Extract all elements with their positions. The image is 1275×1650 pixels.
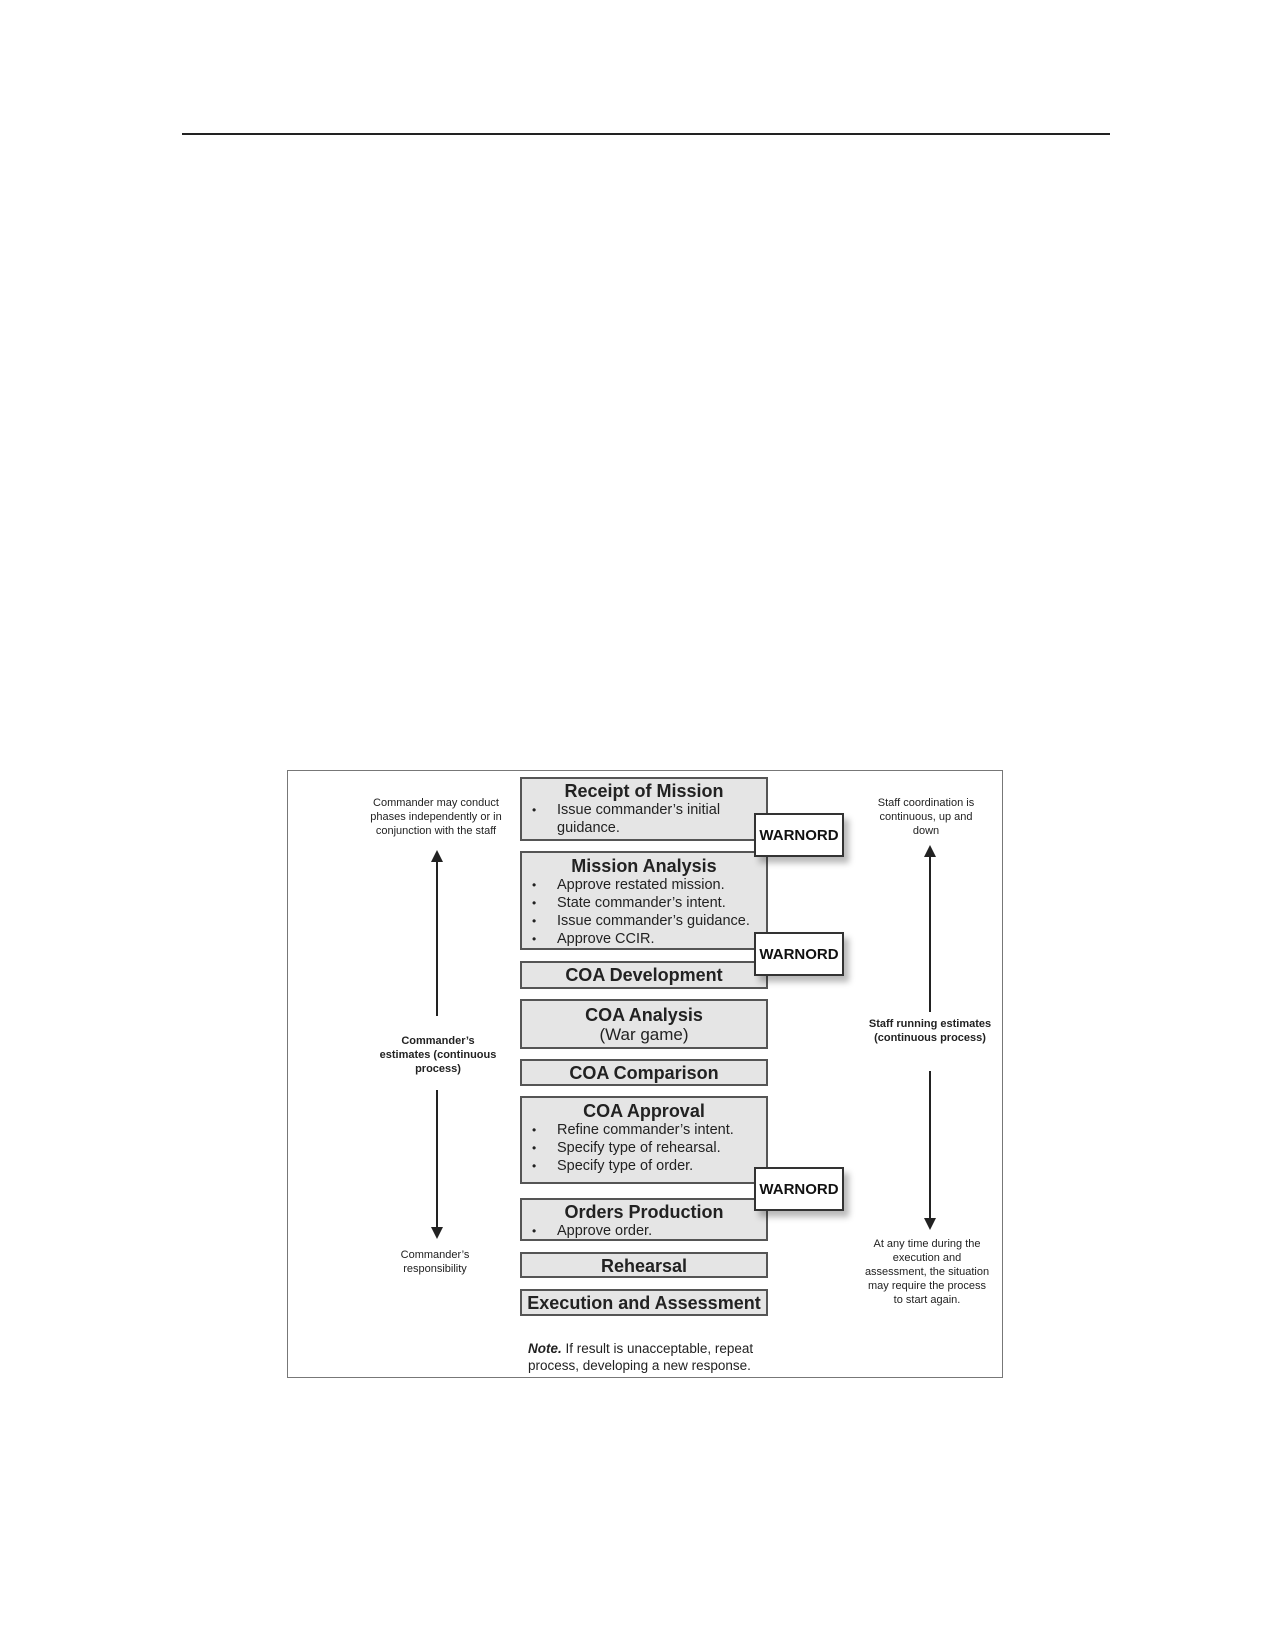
step-title: Rehearsal [600,1256,688,1276]
right-bottom-note: At any time during the execution and ass… [864,1238,990,1306]
step-bullet: Specify type of order. [530,1157,766,1175]
warnord-box: WARNORD [754,813,844,857]
step-coa-development: COA Development [520,961,768,989]
warnord-box: WARNORD [754,932,844,976]
figure-note: Note. If result is unacceptable, repeat … [528,1340,788,1374]
right-top-note: Staff coordination is continuous, up and… [877,797,975,837]
left-top-note: Commander may conduct phases independent… [370,797,502,837]
step-bullet: Issue commander’s initial guidance. [530,801,737,837]
step-bullet: Refine commander’s intent. [530,1121,766,1139]
step-bullets: Issue commander’s initial guidance. [522,801,766,837]
step-bullet: Specify type of rehearsal. [530,1139,766,1157]
step-coa-approval: COA Approval Refine commander’s intent. … [520,1096,768,1184]
step-bullets: Refine commander’s intent. Specify type … [522,1121,766,1175]
step-receipt-of-mission: Receipt of Mission Issue commander’s ini… [520,777,768,841]
right-staff-estimates: Staff running estimates (continuous proc… [868,1018,992,1044]
note-label: Note. [528,1341,562,1356]
step-title: Mission Analysis [571,856,717,876]
header-rule [182,133,1110,135]
note-text: If result is unacceptable, repeat proces… [528,1341,754,1373]
step-bullet: Approve restated mission. [530,876,766,894]
right-up-arrow [924,845,936,1012]
step-title: Execution and Assessment [527,1293,761,1313]
step-bullet: Approve CCIR. [530,930,766,948]
step-execution-and-assessment: Execution and Assessment [520,1289,768,1316]
step-title: COA Comparison [569,1063,719,1083]
left-commander-estimates: Commander’s estimates (continuous proces… [379,1035,497,1075]
left-down-arrow [431,1090,443,1239]
step-coa-analysis: COA Analysis (War game) [520,999,768,1049]
step-mission-analysis: Mission Analysis Approve restated missio… [520,851,768,950]
left-up-arrow [431,850,443,1016]
step-bullet: Approve order. [530,1222,766,1240]
warnord-box: WARNORD [754,1167,844,1211]
step-bullet: State commander’s intent. [530,894,766,912]
step-coa-comparison: COA Comparison [520,1059,768,1086]
step-bullets: Approve restated mission. State commande… [522,876,766,948]
step-title: COA Analysis [585,1005,703,1025]
step-bullet: Issue commander’s guidance. [530,912,766,930]
left-commander-responsibility: Commander’s responsibility [400,1249,470,1275]
step-title: Orders Production [564,1202,724,1222]
step-orders-production: Orders Production Approve order. [520,1198,768,1241]
step-title: Receipt of Mission [564,781,724,801]
step-subtitle: (War game) [599,1025,689,1044]
step-title: COA Approval [583,1101,705,1121]
step-title: COA Development [565,965,723,985]
step-rehearsal: Rehearsal [520,1252,768,1278]
right-down-arrow [924,1071,936,1230]
step-bullets: Approve order. [522,1222,766,1240]
